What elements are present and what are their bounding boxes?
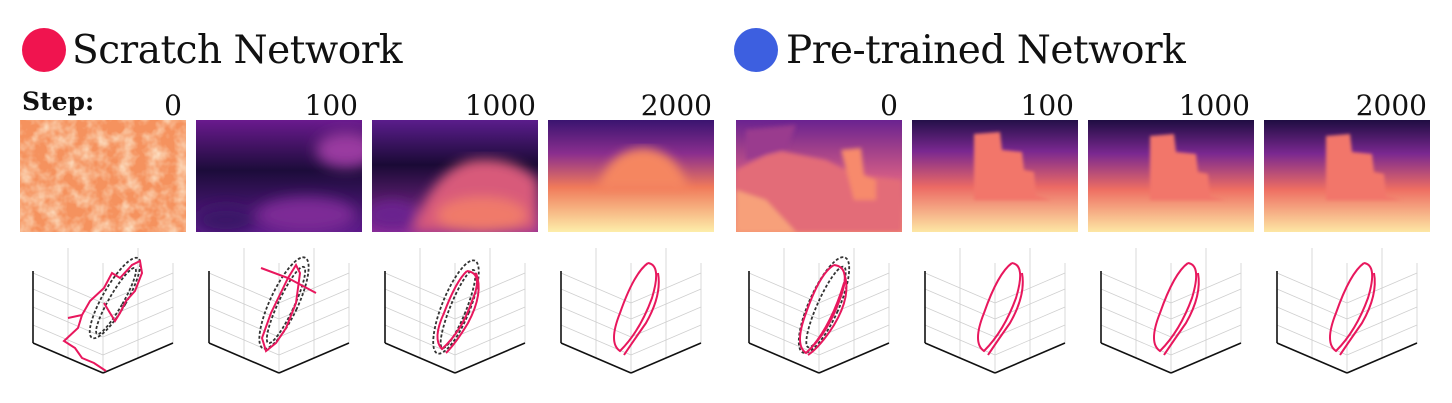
scratch-step-2000: 2000 [640,89,712,122]
pretrained-trajectory-plot-1000 [1100,248,1242,374]
scratch-trajectory-plot-100 [208,248,350,374]
pretrained-step-2000: 2000 [1355,89,1427,122]
pretrained-depth-map-2000 [1264,120,1430,232]
scratch-legend-dot [22,28,66,72]
scratch-depth-map-0 [20,120,186,232]
pretrained-trajectory-plot-0 [748,248,890,374]
pretrained-trajectory-plot-100 [924,248,1066,374]
scratch-legend-label: Scratch Network [72,28,403,73]
pretrained-depth-map-100 [912,120,1078,232]
scratch-depth-map-100 [196,120,362,232]
scratch-trajectory-plot-1000 [384,248,526,374]
pretrained-step-100: 100 [1020,89,1074,122]
scratch-step-0: 0 [164,89,182,122]
pretrained-legend-dot [734,28,778,72]
step-label: Step: [22,87,95,116]
scratch-depth-map-2000 [548,120,714,232]
scratch-trajectory-plot-2000 [560,248,702,374]
scratch-step-100: 100 [304,89,358,122]
pretrained-step-0: 0 [880,89,898,122]
scratch-depth-map-1000 [372,120,538,232]
pretrained-depth-map-0 [736,120,902,232]
pretrained-trajectory-plot-2000 [1276,248,1418,374]
pretrained-legend-label: Pre-trained Network [786,28,1186,73]
scratch-trajectory-plot-0 [32,248,174,374]
pretrained-depth-map-1000 [1088,120,1254,232]
scratch-step-1000: 1000 [464,89,536,122]
pretrained-step-1000: 1000 [1178,89,1250,122]
